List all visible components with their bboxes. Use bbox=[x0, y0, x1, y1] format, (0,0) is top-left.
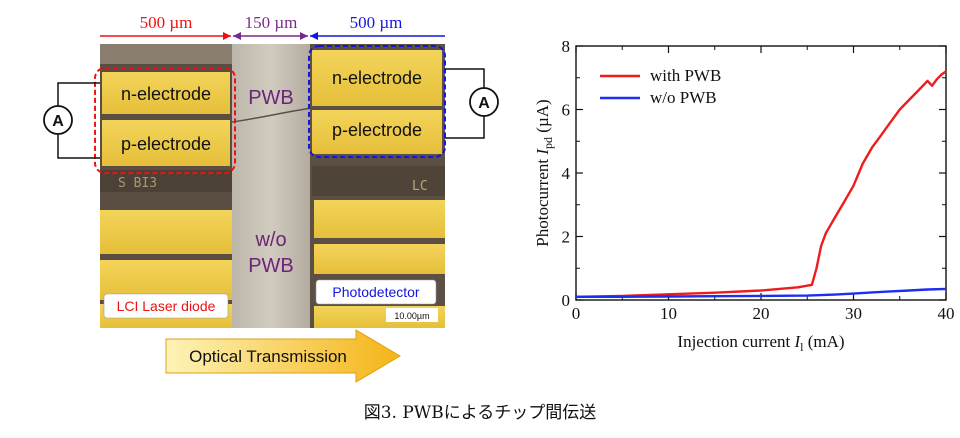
without-pwb-label-line2: PWB bbox=[248, 255, 294, 277]
right-lower-pad-1 bbox=[314, 200, 445, 238]
detector-label-box bbox=[315, 279, 437, 305]
transmission-arrow-label: Optical Transmission bbox=[189, 347, 347, 366]
y-tick-label: 8 bbox=[562, 37, 571, 56]
y-tick-label: 2 bbox=[562, 228, 571, 247]
detector-label: Photodetector bbox=[332, 284, 420, 300]
chip-gap bbox=[232, 44, 310, 328]
dimension-left-label: 500 µm bbox=[140, 13, 193, 32]
photocurrent-chart: 0 10 20 30 40 0 2 4 6 8 with PWB w/o PWB Injection… bbox=[533, 37, 955, 354]
optical-transmission-arrow: Optical Transmission bbox=[165, 329, 401, 383]
left-p-electrode-pad bbox=[102, 120, 230, 166]
x-tick-label: 0 bbox=[572, 304, 581, 323]
left-chip-edge bbox=[100, 44, 232, 64]
plot-area-frame bbox=[575, 45, 947, 301]
chart-ticks: 0 10 20 30 40 0 2 4 6 8 bbox=[562, 37, 955, 323]
dimension-right-label: 500 µm bbox=[350, 13, 403, 32]
right-ammeter-circuit: A bbox=[445, 68, 499, 139]
figure-caption: 図3. PWBによるチップ間伝送 bbox=[363, 403, 597, 423]
left-chip-marking: S BI3 bbox=[118, 176, 157, 191]
right-lower-pad-2 bbox=[314, 244, 445, 274]
x-axis-label-sub: l bbox=[800, 340, 804, 354]
series-line-without-pwb bbox=[576, 287, 947, 298]
x-axis-label-var: I bbox=[793, 332, 801, 351]
right-p-electrode-pad bbox=[312, 110, 442, 154]
left-ammeter-symbol bbox=[43, 105, 73, 135]
right-n-electrode-label: n-electrode bbox=[332, 68, 422, 88]
right-ammeter-label: A bbox=[478, 95, 490, 112]
y-axis-label-sub: pd bbox=[541, 137, 555, 149]
dimension-mid-arrowhead-right bbox=[300, 32, 308, 40]
left-lower-pad-2 bbox=[100, 260, 232, 300]
left-electrode-highlight bbox=[94, 67, 236, 174]
right-ammeter-symbol bbox=[469, 87, 499, 117]
x-axis-label-unit: (mA) bbox=[804, 332, 845, 351]
series-line-with-pwb bbox=[575, 70, 947, 298]
y-axis-label-unit: (µA) bbox=[533, 99, 552, 137]
dimension-right-arrowhead bbox=[310, 32, 318, 40]
left-p-electrode-label: p-electrode bbox=[121, 134, 211, 154]
chart-series bbox=[575, 70, 947, 298]
right-chip-marking: LC bbox=[412, 179, 428, 194]
legend-label-without-pwb: w/o PWB bbox=[650, 88, 717, 107]
y-axis-label-text: Photocurrent bbox=[533, 155, 552, 247]
right-electrode-highlight bbox=[308, 45, 446, 158]
y-tick-label: 4 bbox=[562, 164, 571, 183]
chart-legend: with PWB w/o PWB bbox=[600, 66, 721, 107]
scale-bar-box bbox=[386, 308, 438, 322]
x-tick-label: 20 bbox=[753, 304, 770, 323]
right-circuit-wire bbox=[445, 68, 485, 139]
scale-bar-label: 10.00µm bbox=[394, 311, 429, 321]
left-lower-pad-1 bbox=[100, 210, 232, 254]
dimension-mid-label: 150 µm bbox=[245, 13, 298, 32]
y-tick-label: 0 bbox=[562, 291, 571, 310]
left-n-electrode-label: n-electrode bbox=[121, 84, 211, 104]
dimension-row: 500 µm 150 µm 500 µm bbox=[100, 13, 445, 40]
photonic-wire-bond bbox=[231, 107, 313, 123]
right-n-electrode-pad bbox=[312, 50, 442, 106]
legend-label-with-pwb: with PWB bbox=[650, 66, 721, 85]
y-tick-label: 6 bbox=[562, 101, 571, 120]
right-chip-marking-band bbox=[312, 166, 445, 196]
x-tick-label: 30 bbox=[845, 304, 862, 323]
left-chip-marking-band bbox=[100, 170, 232, 192]
x-axis-label-text: Injection current bbox=[677, 332, 794, 351]
transmission-arrow-shape bbox=[165, 329, 401, 383]
x-axis-label: Injection current Il (mA) bbox=[677, 332, 844, 354]
y-axis-label-var: I bbox=[533, 148, 552, 156]
laser-label: LCI Laser diode bbox=[117, 298, 216, 314]
micrograph: S BI3 LC n-electrode p-electrode n-elect… bbox=[94, 44, 446, 328]
x-tick-label: 10 bbox=[660, 304, 677, 323]
left-ammeter-label: A bbox=[52, 113, 64, 130]
left-ammeter-circuit: A bbox=[43, 82, 100, 159]
without-pwb-label-line1: w/o bbox=[254, 229, 286, 251]
pwb-label: PWB bbox=[248, 87, 294, 109]
laser-label-box bbox=[103, 293, 229, 319]
x-tick-label: 40 bbox=[938, 304, 955, 323]
left-circuit-wire bbox=[57, 82, 100, 159]
dimension-left-arrowhead bbox=[223, 32, 231, 40]
left-n-electrode-pad bbox=[102, 72, 230, 114]
y-axis-label: Photocurrent Ipd (µA) bbox=[533, 99, 555, 246]
dimension-mid-arrowhead-left bbox=[233, 32, 241, 40]
right-p-electrode-label: p-electrode bbox=[332, 120, 422, 140]
